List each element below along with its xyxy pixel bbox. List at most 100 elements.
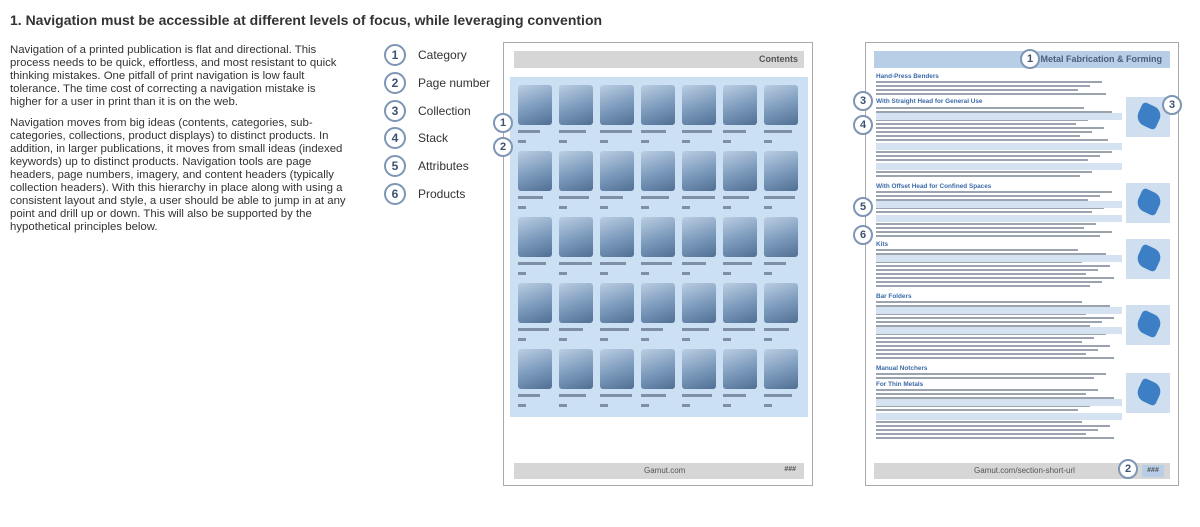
category-page-ref xyxy=(641,139,649,145)
category-caption xyxy=(723,129,746,135)
callout-collection: 3 xyxy=(853,91,873,111)
callout-stack: 4 xyxy=(853,115,873,135)
category-page-ref xyxy=(723,403,731,409)
callout-number: 1 xyxy=(384,44,406,66)
text-line xyxy=(876,273,1086,275)
callout-category: 1 xyxy=(1020,49,1040,69)
category-thumbnail xyxy=(600,283,634,323)
text-line xyxy=(876,421,1082,423)
contents-page-number: ### xyxy=(784,466,796,473)
category-page-ref xyxy=(641,337,649,343)
text-line xyxy=(876,429,1098,431)
table-row-band xyxy=(876,143,1122,150)
text-line xyxy=(876,155,1100,157)
category-thumbnail xyxy=(559,85,593,125)
text-line xyxy=(876,277,1114,279)
callout-attributes: 5 xyxy=(853,197,873,217)
text-line xyxy=(876,211,1092,213)
category-page-ref xyxy=(559,139,567,145)
legend-item-products: 6 Products xyxy=(384,183,465,205)
text-line xyxy=(876,249,1078,251)
category-page-ref xyxy=(600,139,608,145)
category-caption xyxy=(600,393,632,399)
text-line xyxy=(876,301,1082,303)
collection-heading: For Thin Metals xyxy=(876,381,924,388)
category-page-ref xyxy=(518,139,526,145)
category-page-ref xyxy=(682,205,690,211)
category-thumbnail xyxy=(518,151,552,191)
product-header-title: Metal Fabrication & Forming xyxy=(1040,54,1162,64)
category-page-ref xyxy=(559,271,567,277)
category-caption xyxy=(641,261,672,267)
category-caption xyxy=(559,327,583,333)
callout-number: 4 xyxy=(384,127,406,149)
category-thumbnail xyxy=(764,349,798,389)
text-line xyxy=(876,199,1088,201)
text-line xyxy=(876,305,1110,307)
intro-paragraph: Navigation of a printed publication is f… xyxy=(10,44,337,108)
category-thumbnail xyxy=(600,85,634,125)
category-caption xyxy=(682,195,715,201)
product-image xyxy=(1126,305,1170,345)
category-page-ref xyxy=(682,139,690,145)
category-page-ref xyxy=(764,205,772,211)
text-line xyxy=(876,393,1086,395)
category-thumbnail xyxy=(600,217,634,257)
text-line xyxy=(876,317,1114,319)
category-page-ref xyxy=(518,205,526,211)
text-line xyxy=(876,433,1086,435)
category-page-ref xyxy=(682,337,690,343)
callout-number: 2 xyxy=(384,72,406,94)
category-caption xyxy=(682,129,712,135)
text-line xyxy=(876,85,1090,87)
category-thumbnail xyxy=(764,283,798,323)
legend-label: Attributes xyxy=(418,159,469,173)
category-page-ref xyxy=(518,403,526,409)
category-caption xyxy=(682,327,709,333)
category-caption xyxy=(559,393,586,399)
table-row-band xyxy=(876,201,1122,208)
category-thumbnail xyxy=(764,85,798,125)
text-line xyxy=(876,377,1094,379)
category-thumbnail xyxy=(518,349,552,389)
category-page-ref xyxy=(723,271,731,277)
callout-number: 5 xyxy=(384,155,406,177)
text-line xyxy=(876,397,1114,399)
product-image xyxy=(1126,239,1170,279)
category-caption xyxy=(682,393,712,399)
category-caption xyxy=(723,393,746,399)
text-line xyxy=(876,253,1106,255)
text-line xyxy=(876,321,1102,323)
legend-label: Products xyxy=(418,187,466,201)
category-thumbnail xyxy=(723,217,757,257)
table-row-band xyxy=(876,163,1122,170)
text-line xyxy=(876,235,1100,237)
text-line xyxy=(876,265,1110,267)
section-heading: Hand-Press Benders xyxy=(876,73,939,80)
contents-page-footer: Gamut.com ### xyxy=(514,463,804,479)
text-line xyxy=(876,159,1088,161)
table-row-band xyxy=(876,215,1122,222)
table-row-band xyxy=(876,307,1122,314)
collection-heading: With Offset Head for Confined Spaces xyxy=(876,183,992,190)
category-thumbnail xyxy=(559,349,593,389)
text-line xyxy=(876,231,1112,233)
category-caption xyxy=(600,261,626,267)
text-line xyxy=(876,131,1092,133)
text-line xyxy=(876,107,1084,109)
category-thumbnail xyxy=(518,85,552,125)
legend-item-collection: 3 Collection xyxy=(384,100,471,122)
text-line xyxy=(876,349,1098,351)
callout-collection: 3 xyxy=(1162,95,1182,115)
category-page-ref xyxy=(764,337,772,343)
category-caption xyxy=(723,327,755,333)
category-thumbnail xyxy=(723,85,757,125)
category-caption xyxy=(518,327,549,333)
category-thumbnail xyxy=(518,217,552,257)
category-page-ref xyxy=(600,403,608,409)
text-line xyxy=(876,139,1108,141)
category-page-ref xyxy=(723,139,731,145)
product-page-footer: Gamut.com/section-short-url ### xyxy=(874,463,1170,479)
text-line xyxy=(876,93,1106,95)
category-thumbnail xyxy=(764,217,798,257)
